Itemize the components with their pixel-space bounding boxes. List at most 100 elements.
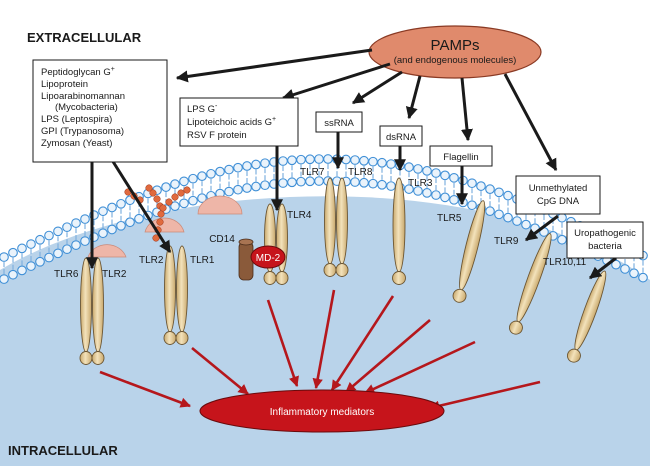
- dsrna-box: dsRNA: [379, 125, 423, 147]
- lipid-raft: [197, 195, 243, 215]
- lipid-head: [620, 264, 630, 274]
- ligand-text: bacteria: [588, 241, 623, 252]
- lipid-head: [440, 170, 450, 181]
- cd14-top: [238, 238, 254, 246]
- lipid-head: [476, 181, 486, 191]
- lipid-head: [449, 194, 459, 205]
- signaling-arrows: [99, 289, 541, 411]
- lipid-head: [503, 212, 513, 223]
- lipid-head: [557, 212, 567, 223]
- glycan-bead: [159, 204, 167, 212]
- lipid-head: [557, 234, 567, 245]
- lipid-head: [440, 192, 450, 203]
- tlr3-receptor: [392, 177, 406, 285]
- ligand-text: dsRNA: [386, 132, 417, 143]
- receptor-layer: [79, 177, 607, 365]
- lipid-head: [53, 226, 63, 237]
- lipid-head: [413, 186, 423, 196]
- lipid-head: [314, 154, 324, 164]
- pamps-title: PAMPs: [431, 37, 480, 54]
- lipid-head: [35, 234, 45, 245]
- glycan-bead: [177, 189, 185, 197]
- glycan-bead: [157, 210, 165, 218]
- tlr4-ligand-box: LPS G- Lipoteichoic acids G+ RSV F prote…: [179, 97, 299, 147]
- glycan-bead: [165, 198, 173, 206]
- glycan-bead: [153, 195, 161, 203]
- signal-arrow-8: [428, 380, 541, 411]
- lipid-head: [179, 176, 189, 187]
- cpg-dna-box: Unmethylated CpG DNA: [515, 175, 601, 215]
- tlr7-tlr8-dimer-a: [323, 177, 337, 277]
- lipid-head: [107, 224, 117, 235]
- lipid-head: [467, 200, 477, 211]
- pamps-to-dsrna-arrow: [405, 75, 422, 120]
- ligand-text: ssRNA: [324, 118, 354, 129]
- lipid-head: [521, 219, 531, 230]
- lipid-head: [170, 201, 180, 211]
- lipid-head: [197, 171, 207, 182]
- lipid-head: [80, 214, 90, 224]
- lipid-head: [251, 159, 261, 170]
- lipid-head: [341, 154, 351, 165]
- ligand-text: Peptidoglycan G: [41, 67, 111, 78]
- md2-oval: [250, 245, 286, 269]
- lipid-head: [278, 178, 288, 188]
- lipid-head: [260, 158, 270, 169]
- lipid-head: [278, 156, 288, 166]
- tlr9-receptor: [508, 233, 552, 335]
- signal-arrow-2: [191, 346, 249, 396]
- lipid-head: [485, 184, 495, 194]
- lipid-head: [314, 176, 324, 186]
- signal-arrow-4: [312, 289, 336, 390]
- ligand-text: Zymosan (Yeast): [41, 138, 112, 149]
- lipid-head: [386, 181, 396, 191]
- lipid-head: [512, 216, 522, 226]
- pamps-subtitle: (and endogenous molecules): [394, 55, 517, 66]
- lipid-head: [494, 209, 504, 220]
- ligand-text: Flagellin: [443, 152, 478, 163]
- lipid-head: [350, 155, 360, 165]
- tlr1-label: TLR1: [190, 255, 215, 266]
- lipid-head: [224, 186, 234, 197]
- lipid-head: [386, 159, 396, 169]
- to-tlr9-arrow: [525, 214, 559, 242]
- lipid-head: [188, 195, 198, 206]
- lipid-head: [368, 178, 378, 189]
- lipid-head: [116, 198, 126, 209]
- svg-text:LPS G-: LPS G-: [187, 103, 218, 115]
- lipid-head: [260, 180, 270, 191]
- tlr2-label: TLR2: [102, 269, 127, 280]
- tlr8-label: TLR8: [348, 167, 373, 178]
- ligand-text: RSV F protein: [187, 130, 247, 141]
- md2-label: MD-2: [256, 253, 281, 264]
- lipid-head: [71, 218, 81, 228]
- lipid-head: [62, 244, 72, 255]
- lipid-head: [98, 228, 108, 239]
- lipid-head: [17, 265, 27, 276]
- pamps-to-tlr2-box-arrow: [175, 48, 373, 83]
- lipid-head: [359, 155, 369, 166]
- lipid-head: [404, 184, 414, 194]
- lipid-head: [35, 256, 45, 267]
- to-tlr2-tlr1-arrow: [110, 159, 172, 254]
- lipid-head: [350, 177, 360, 187]
- to-tlr10-11-arrow: [589, 256, 617, 280]
- lipid-head: [638, 272, 648, 283]
- signal-arrow-7: [364, 340, 476, 395]
- lipid-head: [377, 179, 387, 190]
- intracellular-heading: INTRACELLULAR: [8, 443, 118, 458]
- lipid-head: [80, 236, 90, 246]
- svg-text:Lipoteichoic acids G+: Lipoteichoic acids G+: [187, 116, 276, 128]
- lipid-head: [179, 198, 189, 209]
- lipid-head: [26, 261, 36, 271]
- lipid-head: [206, 168, 216, 179]
- tlr3-label: TLR3: [408, 178, 433, 189]
- glycan-bead: [145, 184, 153, 192]
- lipid-head: [161, 182, 171, 192]
- inflammatory-mediators-ellipse: [199, 389, 445, 433]
- lipid-head: [44, 252, 54, 263]
- lipid-head: [224, 164, 234, 175]
- lipid-head: [242, 161, 252, 171]
- pamps-to-flagellin-arrow: [460, 77, 473, 142]
